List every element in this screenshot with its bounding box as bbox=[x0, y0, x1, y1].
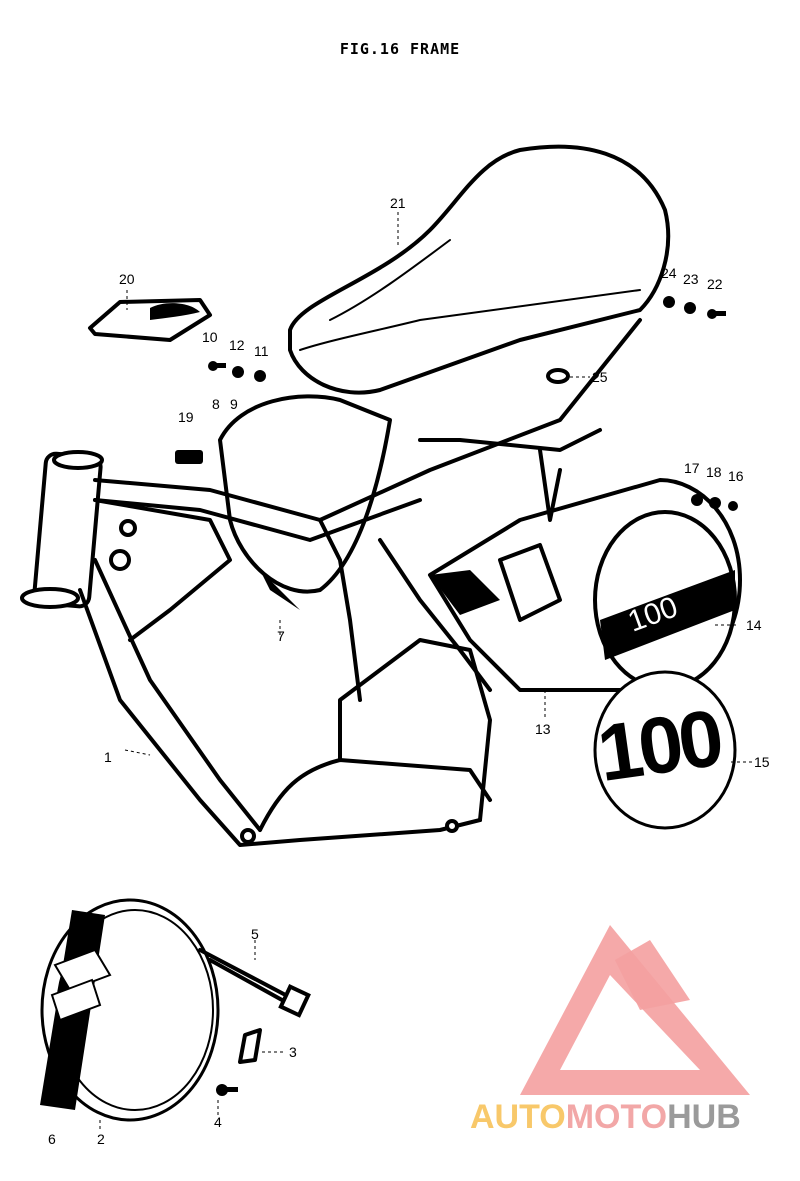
number-plate bbox=[40, 898, 220, 1122]
watermark-logo-text: AUTOMOTOHUB bbox=[470, 1098, 741, 1137]
callout-7: 7 bbox=[277, 628, 285, 644]
callout-9: 9 bbox=[230, 396, 238, 412]
callout-2: 2 bbox=[97, 1131, 105, 1147]
callout-6: 6 bbox=[48, 1131, 56, 1147]
side-cover bbox=[428, 478, 742, 692]
callout-12: 12 bbox=[229, 337, 245, 353]
callout-20: 20 bbox=[119, 271, 135, 287]
callout-16: 16 bbox=[728, 468, 744, 484]
callout-13: 13 bbox=[535, 721, 551, 737]
callout-25: 25 bbox=[592, 369, 608, 385]
figure-title: FIG.16 FRAME bbox=[339, 40, 461, 58]
side-box bbox=[218, 394, 392, 610]
callout-3: 3 bbox=[289, 1044, 297, 1060]
decal-text: 100 bbox=[592, 692, 726, 799]
seat-plate bbox=[88, 298, 212, 342]
watermark-auto: AUTO bbox=[470, 1098, 566, 1136]
callout-14: 14 bbox=[746, 617, 762, 633]
main-frame bbox=[20, 318, 642, 847]
watermark-hub: HUB bbox=[667, 1098, 741, 1136]
callout-4: 4 bbox=[214, 1114, 222, 1130]
decal-disc bbox=[593, 670, 737, 830]
callout-18: 18 bbox=[706, 464, 722, 480]
plate-stay bbox=[198, 948, 311, 1018]
small-parts bbox=[216, 1028, 262, 1096]
callout-24: 24 bbox=[661, 265, 677, 281]
callout-1: 1 bbox=[104, 749, 112, 765]
callout-8: 8 bbox=[212, 396, 220, 412]
callout-10: 10 bbox=[202, 329, 218, 345]
callout-11: 11 bbox=[254, 343, 269, 359]
callout-19: 19 bbox=[178, 409, 194, 425]
callout-17: 17 bbox=[684, 460, 700, 476]
fasteners bbox=[175, 296, 738, 511]
callout-22: 22 bbox=[707, 276, 723, 292]
seat bbox=[288, 144, 671, 395]
callout-23: 23 bbox=[683, 271, 699, 287]
watermark-moto: MOTO bbox=[565, 1098, 668, 1136]
callout-15: 15 bbox=[754, 754, 770, 770]
callout-5: 5 bbox=[251, 926, 259, 942]
callout-21: 21 bbox=[390, 195, 406, 211]
leader-lines bbox=[99, 212, 752, 1130]
